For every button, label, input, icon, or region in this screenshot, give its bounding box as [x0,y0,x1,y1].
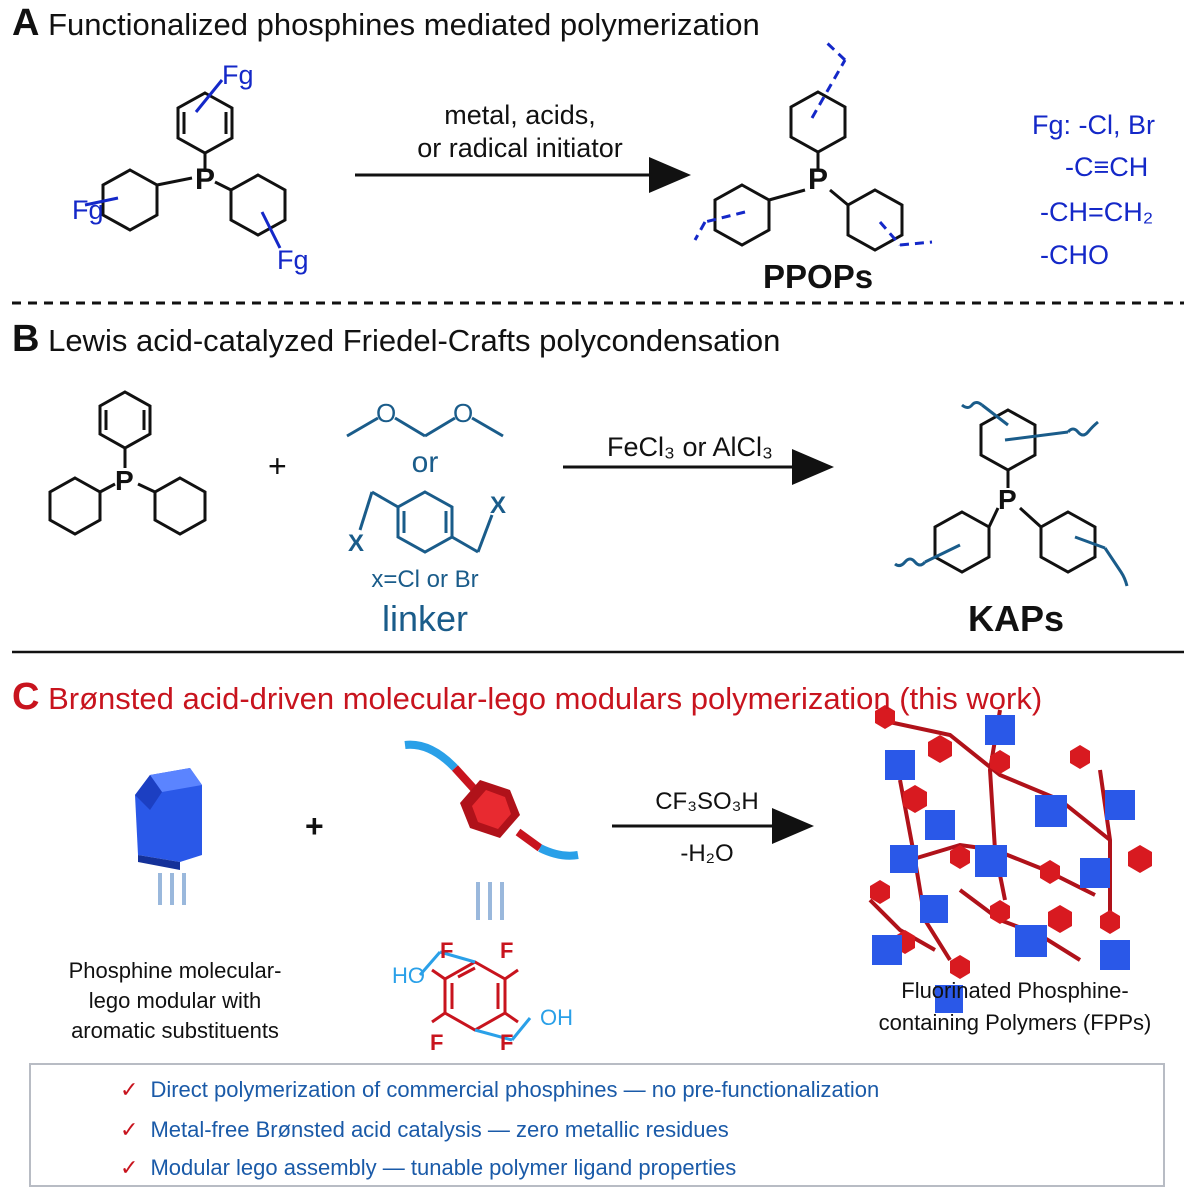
product-c-caption-line: Fluorinated Phosphine- [901,978,1129,1003]
oh-label: OH [540,1005,573,1030]
check-icon: ✓ [120,1117,139,1142]
product-b-phosphorus: P [998,484,1017,515]
fg-label-left: Fg [72,195,104,225]
fg-list-item: -CH=CH₂ [1040,197,1154,227]
section-a-heading: Functionalized phosphines mediated polym… [48,7,760,42]
reagent-b-structure [48,390,207,536]
fg-list-item: -C≡CH [1065,152,1149,182]
phosphine-cube-icon [135,768,202,870]
conditions-c-line2: -H₂O [680,840,734,867]
linker-note: x=Cl or Br [371,566,479,593]
linker-or: or [411,446,439,479]
equiv-bars-right [476,882,504,920]
product-a-phosphorus: P [808,163,829,196]
check-icon: ✓ [120,1077,139,1102]
check-icon: ✓ [120,1155,139,1180]
fg-label-right: Fg [277,245,309,275]
fpp-network-icon [868,705,1152,1013]
product-a-name: PPOPs [763,258,874,295]
left-caption-line: lego modular with [88,988,262,1013]
ring-right [229,173,287,237]
conditions-c-line1: CF₃SO₃H [655,788,759,815]
plus-b: + [268,448,287,484]
highlight-text: Metal-free Brønsted acid catalysis — zer… [150,1117,729,1142]
oxygen-label-2: O [453,398,474,428]
product-b-name: KAPs [968,598,1065,639]
conditions-a-line1: metal, acids, [444,100,596,130]
fluorine-label: F [500,1030,514,1055]
plus-c: + [305,808,324,844]
highlight-item: ✓ Modular lego assembly — tunable polymer… [120,1155,736,1181]
linker-label: linker [381,598,469,639]
fg-list-item: -CHO [1040,240,1109,270]
section-c-heading: Brønsted acid-driven molecular-lego modu… [48,681,1043,716]
oxygen-label-1: O [376,398,397,428]
tetrafluoro-structure [418,950,532,1042]
left-caption-line: Phosphine molecular- [68,958,282,983]
reagent-b-phosphorus: P [115,465,134,496]
linker-xylene [358,490,494,554]
equiv-bars-left [158,873,186,905]
linker-3d-icon [404,740,579,860]
section-c-title: C Brønsted acid-driven molecular-lego mo… [12,676,1042,719]
section-c-letter: C [12,676,40,718]
highlights-box [29,1063,1165,1187]
product-b-structure [933,408,1097,574]
highlight-item: ✓ Direct polymerization of commercial pho… [120,1077,879,1103]
reagent-a-structure [101,91,287,237]
linker-dimethoxymethane [346,416,504,438]
section-b-letter: B [12,318,40,360]
ho-label: HO [392,963,425,988]
highlight-item: ✓ Metal-free Brønsted acid catalysis — ze… [120,1117,729,1143]
reagent-a-phosphorus: P [195,163,216,196]
highlight-text: Modular lego assembly — tunable polymer … [150,1155,737,1180]
fluorine-label: F [500,938,514,963]
x-label-right: X [490,492,507,519]
section-a-letter: A [12,2,40,44]
fg-list-title: Fg: -Cl, Br [1032,110,1156,140]
highlight-text: Direct polymerization of commercial phos… [150,1077,880,1102]
fluorine-label: F [430,1030,444,1055]
conditions-b: FeCl₃ or AlCl₃ [606,432,774,462]
product-c-caption-line: containing Polymers (FPPs) [878,1010,1152,1035]
conditions-a-line2: or radical initiator [417,133,623,163]
section-b-title: B Lewis acid-catalyzed Friedel-Crafts po… [12,318,780,361]
fg-label-top: Fg [222,60,254,90]
fluorine-label: F [440,938,454,963]
section-b-heading: Lewis acid-catalyzed Friedel-Crafts poly… [48,323,781,358]
left-caption-line: aromatic substituents [71,1018,279,1043]
product-a-structure [713,90,904,252]
section-a-title: A Functionalized phosphines mediated pol… [12,2,760,45]
x-label-left: X [348,530,365,557]
